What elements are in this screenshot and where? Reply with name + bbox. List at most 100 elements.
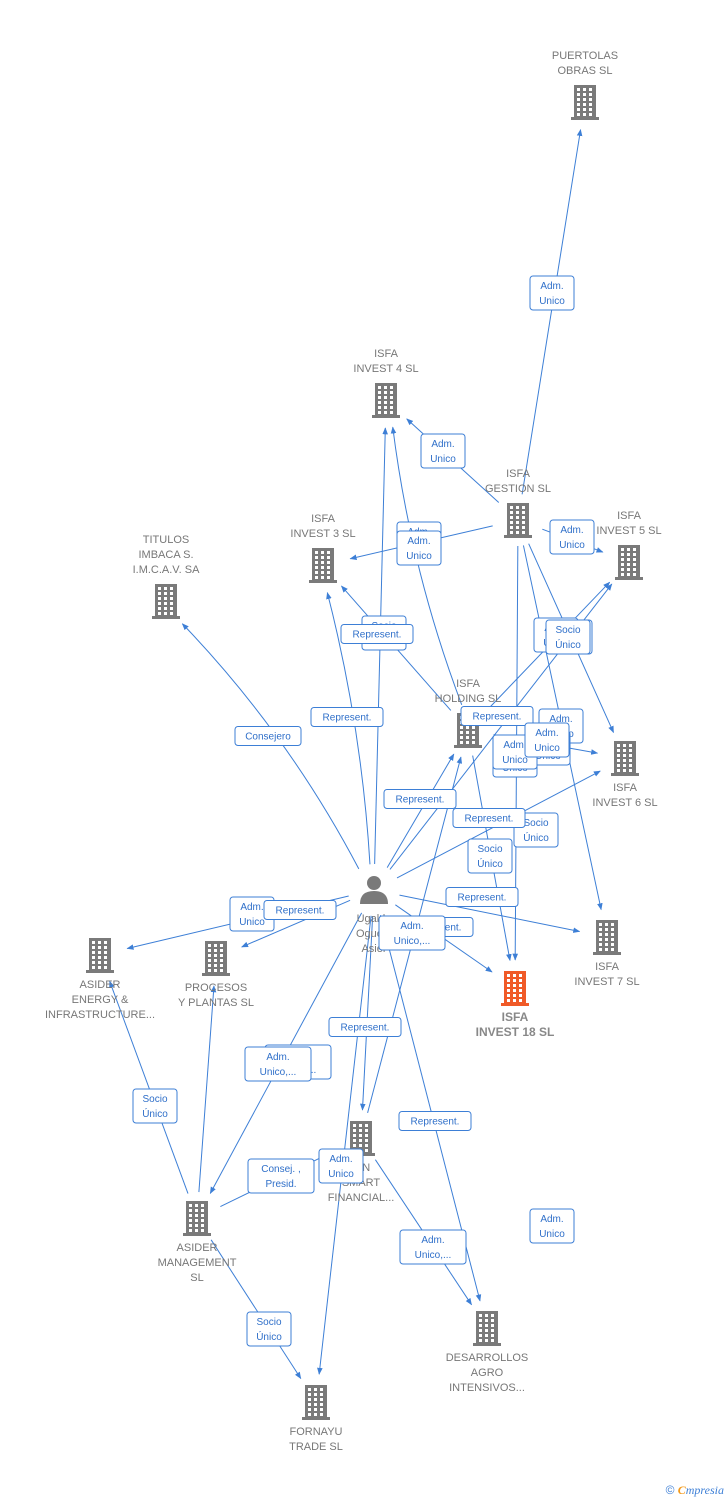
building-icon-window <box>378 406 381 409</box>
person-icon[interactable] <box>360 876 388 904</box>
edge-label-asider_m-to-smart-text: Consej. , <box>261 1164 300 1175</box>
edge-label-smart-to-holding[interactable]: Adm.Unico,... <box>378 915 446 951</box>
building-icon-window <box>627 568 630 571</box>
building-icon[interactable] <box>152 584 180 619</box>
building-icon-window <box>353 1124 356 1127</box>
node-desarrollos[interactable]: DESARROLLOSAGROINTENSIVOS... <box>446 1311 529 1394</box>
building-icon[interactable] <box>302 1385 330 1420</box>
edge-label-smart-to-desarrollos[interactable]: Adm.Unico,... <box>399 1229 467 1265</box>
building-icon[interactable] <box>611 741 639 776</box>
building-icon-base <box>504 535 532 538</box>
building-icon-window <box>314 1413 317 1416</box>
edge-label-person-to-titulos[interactable]: Consejero <box>234 726 302 746</box>
building-icon-window <box>513 999 516 1002</box>
edge-label-overlap-1[interactable]: Represent. <box>340 624 414 644</box>
building-icon-window <box>314 1408 317 1411</box>
building-icon[interactable] <box>501 971 529 1006</box>
edge-label-gestion-to-isfa5[interactable]: Adm.Unico <box>549 519 595 555</box>
building-icon-window <box>466 736 469 739</box>
building-icon-window <box>189 1229 192 1232</box>
building-icon[interactable] <box>593 920 621 955</box>
edge-label-person-to-holding[interactable]: Represent. <box>383 789 457 809</box>
building-icon[interactable] <box>571 85 599 120</box>
building-icon-window <box>611 928 614 931</box>
edge-label-person-to-isfa6[interactable]: Represent. <box>452 808 526 828</box>
edge-label-asider_m-to-smart[interactable]: Consej. ,Presid. <box>247 1158 315 1194</box>
building-icon-window <box>308 1413 311 1416</box>
edge-label-gestion-to-puertolas-box <box>529 275 575 311</box>
building-icon-window <box>621 568 624 571</box>
building-icon-window <box>611 923 614 926</box>
edge-label-person-to-desarrollos[interactable]: Represent. <box>398 1111 472 1131</box>
edge-label-overlap-7[interactable]: Adm.Unico <box>318 1148 364 1184</box>
edge-label-asider_m-to-smart-box <box>247 1158 315 1194</box>
building-icon-window <box>611 948 614 951</box>
edge-label-overlap-6[interactable]: Adm.Unico <box>529 1208 575 1244</box>
building-icon-window <box>321 571 324 574</box>
edge-label-gestion-to-puertolas[interactable]: Adm.Unico <box>529 275 575 311</box>
edge-label-overlap-1-text: Represent. <box>353 630 402 641</box>
edge-label-holding-to-isfa6-text: Socio <box>523 818 548 829</box>
building-icon[interactable] <box>372 383 400 418</box>
building-icon[interactable] <box>347 1121 375 1156</box>
building-icon[interactable] <box>309 548 337 583</box>
edge-label-person-to-smart[interactable]: Represent. <box>328 1017 402 1037</box>
building-icon-window <box>617 764 620 767</box>
building-icon-window <box>633 558 636 561</box>
edge-label-overlap-5-text: Unico <box>534 743 560 754</box>
node-isfa3-label: INVEST 3 SL <box>290 528 355 540</box>
building-icon-window <box>472 741 475 744</box>
building-icon-window <box>353 1129 356 1132</box>
building-icon-window <box>513 974 516 977</box>
edge-label-person-to-isfa5[interactable]: Represent. <box>460 706 534 726</box>
building-icon-window <box>170 592 173 595</box>
edge-label-overlap-5[interactable]: Adm. Unico <box>524 722 570 758</box>
building-icon-window <box>485 1334 488 1337</box>
building-icon-window <box>214 949 217 952</box>
building-icon-window <box>466 726 469 729</box>
building-icon-window <box>214 954 217 957</box>
building-icon-window <box>220 969 223 972</box>
building-icon-window <box>513 979 516 982</box>
building-icon-window <box>92 956 95 959</box>
building-icon[interactable] <box>202 941 230 976</box>
edge-label-asider_m-to-procesos-box <box>244 1046 312 1082</box>
building-icon-window <box>327 576 330 579</box>
building-icon[interactable] <box>615 545 643 580</box>
building-icon-window <box>629 749 632 752</box>
edge-label-overlap-5-text: Adm. <box>535 728 558 739</box>
edge-label-person-to-isfa3[interactable]: Represent. <box>310 707 384 727</box>
building-icon[interactable] <box>473 1311 501 1346</box>
edge-label-overlap-0[interactable]: Adm.Unico <box>396 530 442 566</box>
edge-label-asider_m-to-procesos[interactable]: Adm.Unico,... <box>244 1046 312 1082</box>
building-icon-window <box>365 1134 368 1137</box>
building-icon-window <box>201 1214 204 1217</box>
building-icon[interactable] <box>504 503 532 538</box>
building-icon-window <box>170 602 173 605</box>
edge-label-gestion-to-isfa4[interactable]: Adm.Unico <box>420 433 466 469</box>
building-icon-window <box>208 944 211 947</box>
edge-label-person-to-procesos[interactable]: Represent. <box>263 900 337 920</box>
building-icon[interactable] <box>183 1201 211 1236</box>
brand-logo[interactable]: Cmpresia <box>677 1483 724 1497</box>
edge-label-person-to-isfa7[interactable]: Represent. <box>445 887 519 907</box>
building-icon[interactable] <box>86 938 114 973</box>
